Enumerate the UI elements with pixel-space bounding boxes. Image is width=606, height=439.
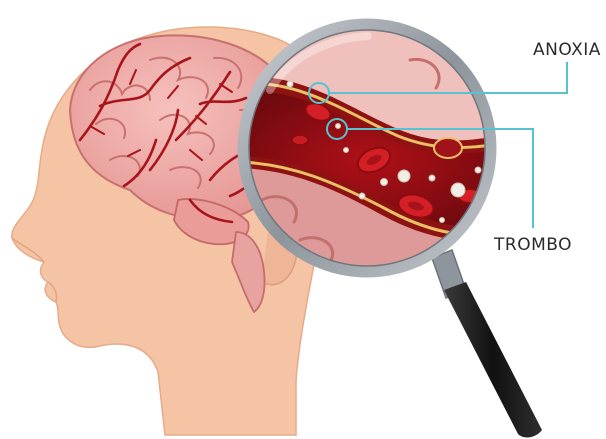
trombo-label: TROMBO <box>494 235 572 255</box>
magnifier-handle <box>432 250 542 437</box>
anoxia-label: ANOXIA <box>533 40 601 60</box>
